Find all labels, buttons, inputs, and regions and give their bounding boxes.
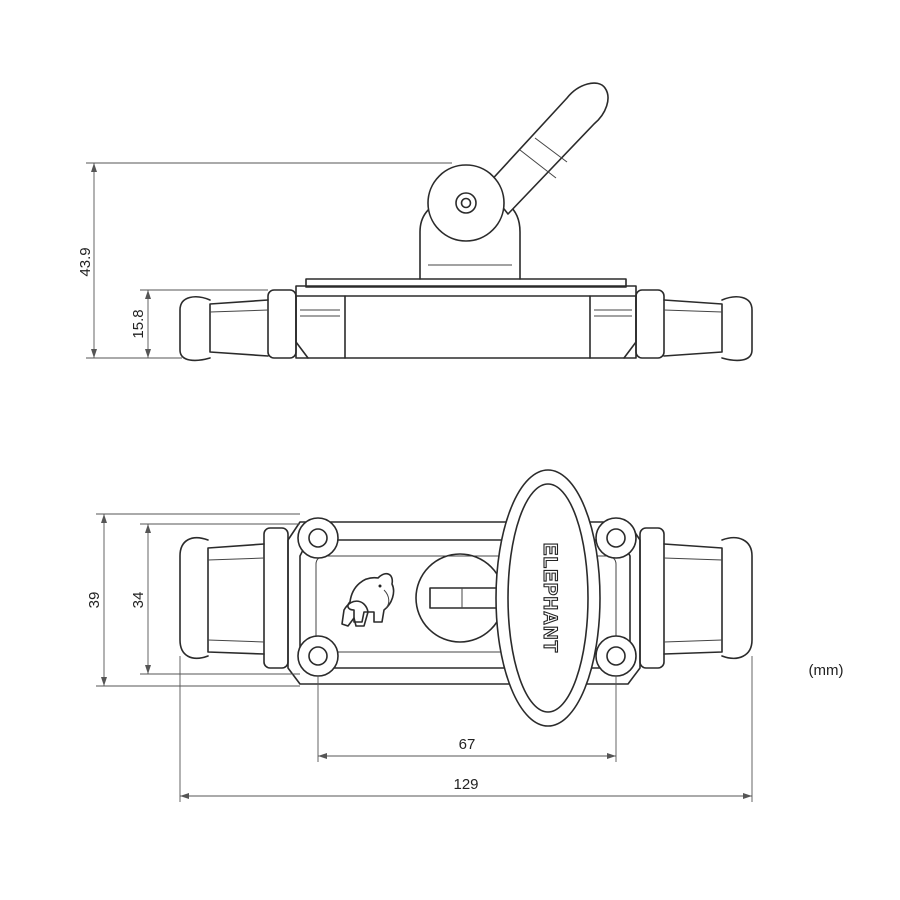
bolt-hole-top-right <box>595 517 637 559</box>
units-label: (mm) <box>809 662 844 679</box>
dim-outer-width-label: 39 <box>86 592 103 609</box>
dim-outer-width <box>96 513 300 687</box>
elephant-logo-icon <box>341 572 395 627</box>
dim-total-length-label: 129 <box>453 776 478 793</box>
side-base-body <box>295 278 637 359</box>
side-valve-handle <box>427 82 609 242</box>
dim-inner-width <box>140 523 300 675</box>
bolt-hole-top-left <box>297 517 339 559</box>
dim-total-height-label: 43.9 <box>77 247 94 276</box>
dim-inner-width-label: 34 <box>130 592 147 609</box>
side-view: 43.9 15.8 <box>77 82 753 362</box>
top-right-fitting <box>639 527 753 669</box>
dim-total-length <box>179 656 753 802</box>
dim-base-height <box>140 289 268 358</box>
side-left-fitting <box>179 289 297 362</box>
side-right-fitting <box>635 289 753 362</box>
dim-hole-spacing <box>317 676 617 762</box>
top-bolt-holes <box>297 517 637 677</box>
bolt-hole-bottom-right <box>595 635 637 677</box>
top-valve-seat <box>415 553 505 643</box>
top-view: ELEPHANT 39 <box>86 469 753 802</box>
dim-base-height-label: 15.8 <box>130 309 147 338</box>
handle-brand-text: ELEPHANT <box>539 543 560 653</box>
top-left-fitting <box>179 527 289 669</box>
dim-total-height <box>86 162 452 359</box>
bolt-hole-bottom-left <box>297 635 339 677</box>
dim-hole-spacing-label: 67 <box>459 736 476 753</box>
top-handle-knob: ELEPHANT <box>495 469 601 727</box>
